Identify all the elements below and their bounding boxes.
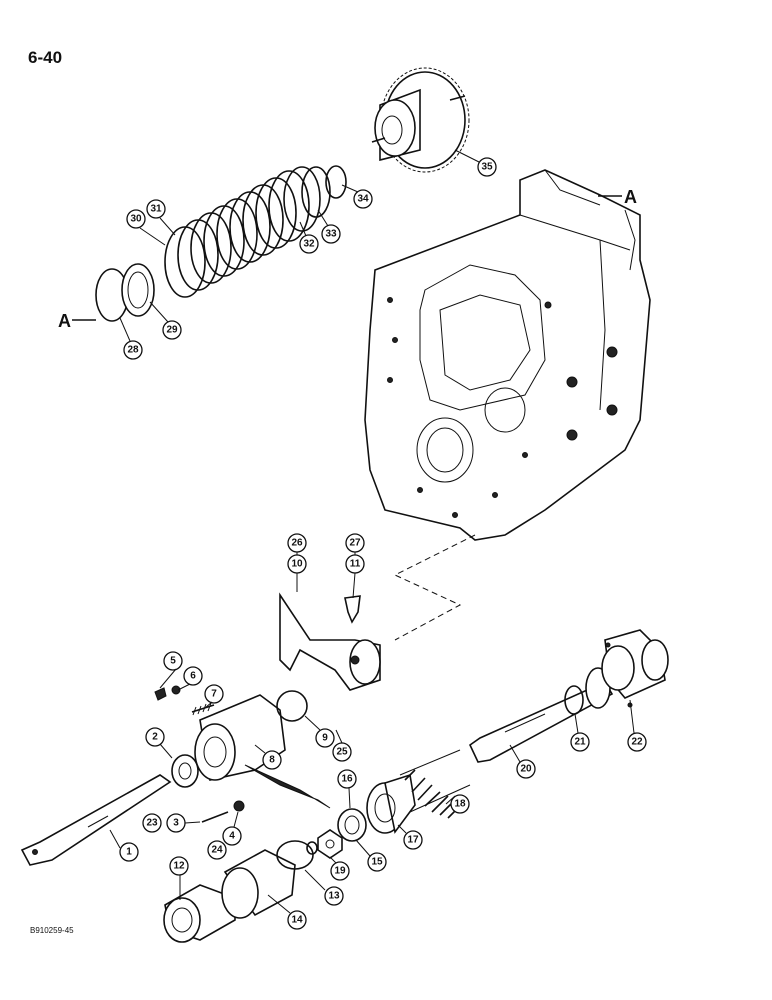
callout-10: 10: [287, 554, 307, 574]
svg-text:33: 33: [325, 229, 337, 240]
leader-line: [393, 534, 476, 641]
callout-20: 20: [516, 759, 536, 779]
callout-11: 11: [345, 554, 365, 574]
svg-text:34: 34: [357, 194, 369, 205]
svg-text:24: 24: [211, 845, 223, 856]
callout-7: 7: [204, 684, 224, 704]
output-shaft: [468, 629, 669, 763]
svg-text:6: 6: [190, 671, 196, 682]
svg-text:19: 19: [334, 866, 346, 877]
callout-34: 34: [353, 189, 373, 209]
svg-text:29: 29: [166, 325, 178, 336]
callout-33: 33: [321, 224, 341, 244]
callout-24: 24: [207, 840, 227, 860]
callout-26: 26: [287, 533, 307, 553]
shift-fork: [279, 592, 381, 691]
callout-4: 4: [222, 826, 242, 846]
svg-text:4: 4: [229, 831, 235, 842]
callout-leaders: [109, 149, 635, 914]
reference-mark-housing: A: [598, 187, 637, 207]
callout-9: 9: [315, 728, 335, 748]
svg-text:A: A: [624, 187, 637, 207]
callout-18: 18: [450, 794, 470, 814]
svg-text:1: 1: [126, 847, 132, 858]
callout-1: 1: [119, 842, 139, 862]
svg-text:32: 32: [303, 239, 315, 250]
svg-text:35: 35: [481, 162, 493, 173]
callout-30: 30: [126, 209, 146, 229]
callout-16: 16: [337, 769, 357, 789]
svg-text:A: A: [58, 311, 71, 331]
collar-spring: [366, 749, 471, 834]
svg-text:10: 10: [291, 559, 303, 570]
svg-text:16: 16: [341, 774, 353, 785]
callout-22: 22: [627, 732, 647, 752]
svg-text:26: 26: [291, 538, 303, 549]
callout-2: 2: [145, 727, 165, 747]
svg-text:27: 27: [349, 538, 361, 549]
svg-text:15: 15: [371, 857, 383, 868]
svg-text:25: 25: [336, 747, 348, 758]
callout-28: 28: [123, 340, 143, 360]
svg-text:21: 21: [574, 737, 586, 748]
small-parts: [154, 685, 245, 823]
shift-rod: [20, 774, 172, 866]
svg-text:22: 22: [631, 737, 643, 748]
callout-31: 31: [146, 199, 166, 219]
callout-23: 23: [142, 813, 162, 833]
svg-text:7: 7: [211, 689, 217, 700]
callout-6: 6: [183, 666, 203, 686]
callout-21: 21: [570, 732, 590, 752]
callout-32: 32: [299, 234, 319, 254]
callout-19: 19: [330, 861, 350, 881]
callout-17: 17: [403, 830, 423, 850]
callout-8: 8: [262, 750, 282, 770]
sleeves: [163, 840, 314, 943]
svg-text:5: 5: [170, 656, 176, 667]
transmission-housing: [364, 169, 651, 541]
callout-15: 15: [367, 852, 387, 872]
svg-text:30: 30: [130, 214, 142, 225]
drawing-code: B910259-45: [30, 926, 74, 935]
gear-assembly: [371, 67, 470, 173]
svg-text:28: 28: [127, 345, 139, 356]
svg-text:8: 8: [269, 755, 275, 766]
svg-text:13: 13: [328, 891, 340, 902]
svg-text:20: 20: [520, 764, 532, 775]
clutch-pack: [95, 165, 347, 322]
svg-text:14: 14: [291, 915, 303, 926]
page-number: 6-40: [28, 48, 63, 67]
callout-12: 12: [169, 856, 189, 876]
callout-3: 3: [166, 813, 186, 833]
callout-13: 13: [324, 886, 344, 906]
callout-27: 27: [345, 533, 365, 553]
svg-text:2: 2: [152, 732, 158, 743]
svg-text:11: 11: [350, 559, 361, 570]
callout-25: 25: [332, 742, 352, 762]
svg-text:18: 18: [454, 799, 466, 810]
nut-washers: [306, 808, 367, 859]
callout-14: 14: [287, 910, 307, 930]
svg-text:12: 12: [173, 861, 185, 872]
callout-29: 29: [162, 320, 182, 340]
svg-text:31: 31: [150, 204, 162, 215]
callout-5: 5: [163, 651, 183, 671]
svg-text:3: 3: [173, 818, 179, 829]
svg-text:23: 23: [146, 818, 158, 829]
reference-mark-clutch: A: [58, 311, 96, 331]
shift-cover: [194, 690, 331, 809]
svg-text:9: 9: [322, 733, 328, 744]
svg-text:17: 17: [407, 835, 419, 846]
callout-35: 35: [477, 157, 497, 177]
